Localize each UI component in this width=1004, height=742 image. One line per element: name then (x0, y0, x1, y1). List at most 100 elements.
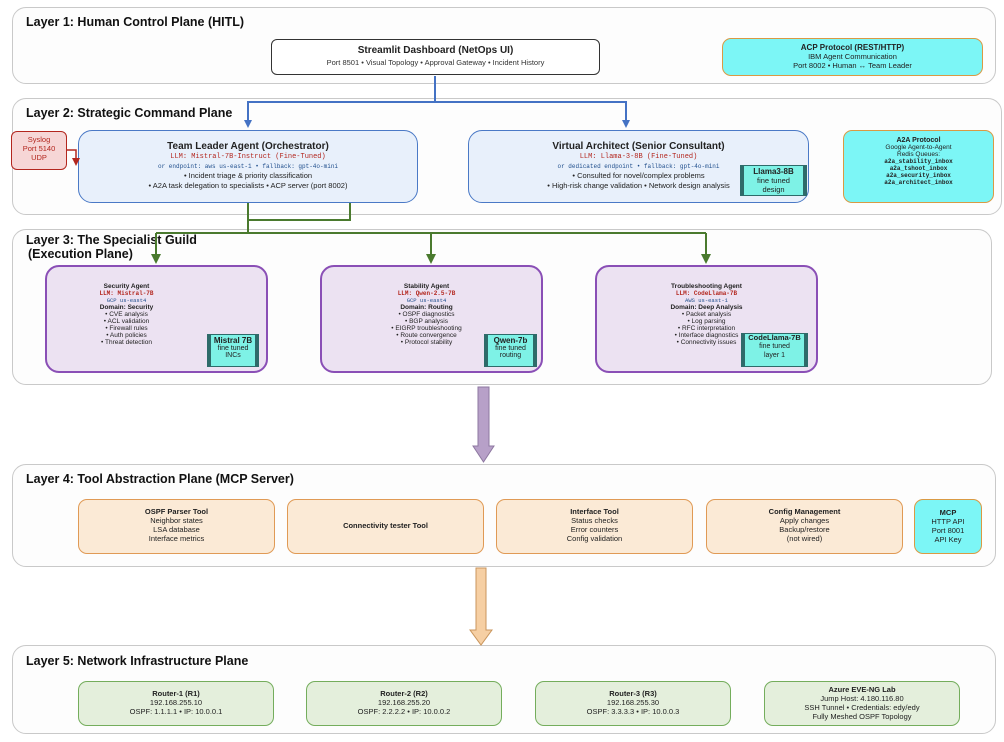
syslog-line3: UDP (31, 153, 47, 162)
config-management-box: Config Management Apply changes Backup/r… (706, 499, 903, 554)
security-bullet-5: • Threat detection (101, 339, 152, 346)
lab-title: Azure EVE-NG Lab (828, 685, 896, 694)
stability-bullet-5: • Protocol stability (400, 339, 453, 346)
stability-title: Stability Agent (403, 283, 450, 290)
llama3-badge-line2: design (762, 185, 785, 194)
dashboard-subtitle: Port 8501 • Visual Topology • Approval G… (326, 58, 545, 67)
router-3-box: Router-3 (R3) 192.168.255.30 OSPF: 3.3.3… (535, 681, 731, 726)
mcp-line2: Port 8001 (931, 526, 965, 535)
a2a-title: A2A Protocol (896, 137, 941, 144)
router-1-ip: 192.168.255.10 (149, 698, 203, 707)
architect-bullet2: • High-risk change validation • Network … (547, 181, 730, 190)
acp-protocol-box: ACP Protocol (REST/HTTP) IBM Agent Commu… (722, 38, 983, 76)
connectivity-tester-tool-box: Connectivity tester Tool (287, 499, 484, 554)
layer-2-title: Layer 2: Strategic Command Plane (26, 106, 233, 120)
troubleshooting-bullet-1: • Packet analysis (681, 311, 732, 318)
router-3-ip: 192.168.255.30 (606, 698, 660, 707)
stability-bullet-3: • EIGRP troubleshooting (391, 325, 462, 332)
troubleshooting-bullet-5: • Connectivity issues (676, 339, 737, 346)
codellama-badge: CodeLlama-7B fine tuned layer 1 (741, 333, 808, 367)
security-bullet-3: • Firewall rules (105, 325, 148, 332)
router-3-ospf: OSPF: 3.3.3.3 • IP: 10.0.0.3 (586, 707, 680, 716)
troubleshooting-domain: Domain: Deep Analysis (670, 304, 743, 311)
codellama-badge-line2: layer 1 (763, 352, 785, 359)
team-leader-bullet2: • A2A task delegation to specialists • A… (148, 181, 348, 190)
mcp-line1: HTTP API (931, 517, 965, 526)
architect-endpoint: or dedicated endpoint • fallback: gpt-4o… (557, 163, 720, 170)
security-llm: LLM: Mistral-7B (99, 290, 154, 297)
config-tool-line3: (not wired) (786, 534, 823, 543)
mistral-badge: Mistral 7B fine tuned INCs (207, 334, 259, 367)
syslog-line1: Syslog (27, 135, 51, 144)
lab-line2: SSH Tunnel • Credentials: edy/edy (804, 703, 920, 712)
a2a-queue-stability: a2a_stability_inbox (884, 158, 953, 165)
tools-to-infrastructure-arrow (469, 567, 493, 646)
stability-agent-box: Stability Agent LLM: Qwen-2.5-7B GCP us-… (320, 265, 543, 373)
security-bullet-1: • CVE analysis (105, 311, 148, 318)
troubleshooting-bullet-4: • Interface diagnostics (674, 332, 739, 339)
router-2-title: Router-2 (R2) (380, 689, 428, 698)
layer-4-title: Layer 4: Tool Abstraction Plane (MCP Ser… (26, 472, 294, 486)
stability-bullet-2: • BGP analysis (405, 318, 448, 325)
qwen-badge-title: Qwen-7b (493, 336, 528, 345)
troubleshooting-bullet-2: • Log parsing (687, 318, 726, 325)
a2a-queue-security: a2a_security_inbox (886, 172, 951, 179)
team-leader-llm: LLM: Mistral-7B-Instruct (Fine-Tuned) (170, 153, 326, 161)
architect-llm: LLM: Llama-3-8B (Fine-Tuned) (579, 153, 698, 161)
a2a-line2: Redis Queues: (897, 151, 940, 158)
router-2-box: Router-2 (R2) 192.168.255.20 OSPF: 2.2.2… (306, 681, 502, 726)
team-leader-endpoint: or endpoint: aws us-east-1 • fallback: g… (157, 163, 339, 170)
codellama-badge-line1: fine tuned (759, 343, 790, 350)
acp-line1: IBM Agent Communication (808, 52, 897, 61)
connectivity-tool-title: Connectivity tester Tool (343, 521, 428, 530)
team-leader-bullet1: • Incident triage & priority classificat… (183, 171, 313, 180)
mcp-box: MCP HTTP API Port 8001 API Key (914, 499, 982, 554)
syslog-line2: Port 5140 (22, 144, 56, 153)
a2a-queue-tshoot: a2a_tshoot_inbox (889, 165, 948, 172)
stability-domain: Domain: Routing (400, 304, 453, 311)
mcp-line3: API Key (934, 535, 962, 544)
acp-title: ACP Protocol (REST/HTTP) (800, 43, 905, 52)
architect-title: Virtual Architect (Senior Consultant) (552, 141, 725, 152)
architect-bullet1: • Consulted for novel/complex problems (572, 171, 705, 180)
stability-region: GCP us-east4 (406, 297, 447, 304)
lab-line3: Fully Meshed OSPF Topology (812, 712, 912, 721)
llama3-badge-title: Llama3-8B (753, 167, 794, 176)
config-tool-line2: Backup/restore (779, 525, 830, 534)
team-leader-agent-box: Team Leader Agent (Orchestrator) LLM: Mi… (78, 130, 418, 203)
llama3-badge-line1: fine tuned (757, 176, 790, 185)
troubleshooting-region: AWS us-east-1 (685, 297, 728, 304)
qwen-badge-line2: routing (499, 352, 522, 359)
azure-eve-ng-lab-box: Azure EVE-NG Lab Jump Host: 4.180.116.80… (764, 681, 960, 726)
security-domain: Domain: Security (99, 304, 154, 311)
qwen-badge: Qwen-7b fine tuned routing (484, 334, 537, 367)
security-bullet-4: • Auth policies (106, 332, 147, 339)
interface-tool-line1: Status checks (571, 516, 618, 525)
layer-3-title-line1: Layer 3: The Specialist Guild (26, 233, 197, 247)
ospf-tool-title: OSPF Parser Tool (144, 507, 209, 516)
ospf-tool-line1: Neighbor states (150, 516, 203, 525)
troubleshooting-llm: LLM: CodeLlama-7B (675, 290, 738, 297)
ospf-tool-line2: LSA database (153, 525, 200, 534)
router-3-title: Router-3 (R3) (609, 689, 657, 698)
team-leader-title: Team Leader Agent (Orchestrator) (167, 141, 329, 152)
specialists-to-tools-arrow (472, 386, 495, 463)
stability-bullet-1: • OSPF diagnostics (398, 311, 455, 318)
syslog-box: Syslog Port 5140 UDP (11, 131, 67, 170)
layer-5-title: Layer 5: Network Infrastructure Plane (26, 654, 249, 668)
router-2-ospf: OSPF: 2.2.2.2 • IP: 10.0.0.2 (357, 707, 451, 716)
interface-tool-box: Interface Tool Status checks Error count… (496, 499, 693, 554)
mistral-badge-title: Mistral 7B (213, 336, 253, 345)
a2a-queue-architect: a2a_architect_inbox (884, 179, 953, 186)
ospf-tool-line3: Interface metrics (148, 534, 205, 543)
llama3-badge: Llama3-8B fine tuned design (740, 165, 807, 196)
interface-tool-title: Interface Tool (570, 507, 619, 516)
mistral-badge-line2: INCs (225, 352, 241, 359)
router-1-title: Router-1 (R1) (152, 689, 200, 698)
ospf-parser-tool-box: OSPF Parser Tool Neighbor states LSA dat… (78, 499, 275, 554)
mistral-badge-line1: fine tuned (217, 345, 249, 352)
lab-line1: Jump Host: 4.180.116.80 (820, 694, 904, 703)
router-1-box: Router-1 (R1) 192.168.255.10 OSPF: 1.1.1… (78, 681, 274, 726)
layer-3-title-line2: (Execution Plane) (28, 247, 133, 261)
layer-1-title: Layer 1: Human Control Plane (HITL) (26, 15, 245, 29)
